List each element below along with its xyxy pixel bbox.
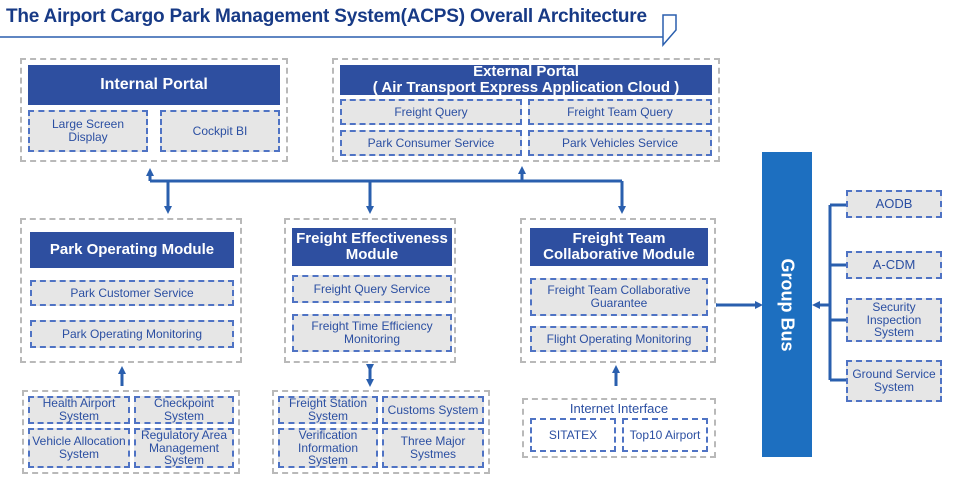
- external-portal-title: External Portal: [473, 63, 579, 81]
- customs-system-box: Customs System: [382, 396, 484, 424]
- group-bus-bar: Group Bus: [762, 152, 812, 457]
- verification-information-system-box: Verification Information System: [278, 428, 378, 468]
- health-airport-system-box: Health Airport System: [28, 396, 130, 424]
- freight-query-box: Freight Query: [340, 99, 522, 125]
- diagram-title: The Airport Cargo Park Management System…: [6, 6, 647, 27]
- freight-team-header: Freight Team Collaborative Module: [530, 228, 708, 266]
- freight-team-title-line2: Collaborative Module: [543, 246, 695, 263]
- park-operating-header: Park Operating Module: [30, 232, 234, 268]
- group-bus-label: Group Bus: [777, 258, 798, 351]
- checkpoint-system-box: Checkpoint System: [134, 396, 234, 424]
- security-inspection-box: Security Inspection System: [846, 298, 942, 342]
- internal-portal-header: Internal Portal: [28, 65, 280, 105]
- top10-airport-box: Top10 Airport: [622, 418, 708, 452]
- three-major-systems-box: Three Major Systmes: [382, 428, 484, 468]
- park-vehicles-service-box: Park Vehicles Service: [528, 130, 712, 156]
- sitatex-box: SITATEX: [530, 418, 616, 452]
- a-cdm-box: A-CDM: [846, 251, 942, 279]
- regulatory-area-management-box: Regulatory Area Management System: [134, 428, 234, 468]
- freight-team-query-box: Freight Team Query: [528, 99, 712, 125]
- freight-effectiveness-title-line1: Freight Effectiveness: [296, 230, 448, 248]
- park-consumer-service-box: Park Consumer Service: [340, 130, 522, 156]
- ground-service-box: Ground Service System: [846, 360, 942, 402]
- external-portal-header: External Portal ( Air Transport Express …: [340, 63, 712, 96]
- cockpit-bi-box: Cockpit BI: [160, 110, 280, 152]
- aodb-box: AODB: [846, 190, 942, 218]
- park-customer-service-box: Park Customer Service: [30, 280, 234, 306]
- freight-effectiveness-title-line2: Module: [345, 246, 399, 263]
- large-screen-display-box: Large Screen Display: [28, 110, 148, 152]
- internet-interface-label: Internet Interface: [569, 401, 669, 416]
- park-operating-monitoring-box: Park Operating Monitoring: [30, 320, 234, 348]
- freight-effectiveness-header: Freight Effectiveness Module: [292, 228, 452, 266]
- freight-time-efficiency-box: Freight Time Efficiency Monitoring: [292, 314, 452, 352]
- freight-query-service-box: Freight Query Service: [292, 275, 452, 303]
- freight-team-title-line1: Freight Team: [572, 230, 666, 248]
- external-portal-subtitle: ( Air Transport Express Application Clou…: [372, 79, 680, 96]
- freight-team-guarantee-box: Freight Team Collaborative Guarantee: [530, 278, 708, 316]
- flight-operating-monitoring-box: Flight Operating Monitoring: [530, 326, 708, 352]
- freight-station-system-box: Freight Station System: [278, 396, 378, 424]
- vehicle-allocation-system-box: Vehicle Allocation System: [28, 428, 130, 468]
- title-underline: [0, 14, 677, 48]
